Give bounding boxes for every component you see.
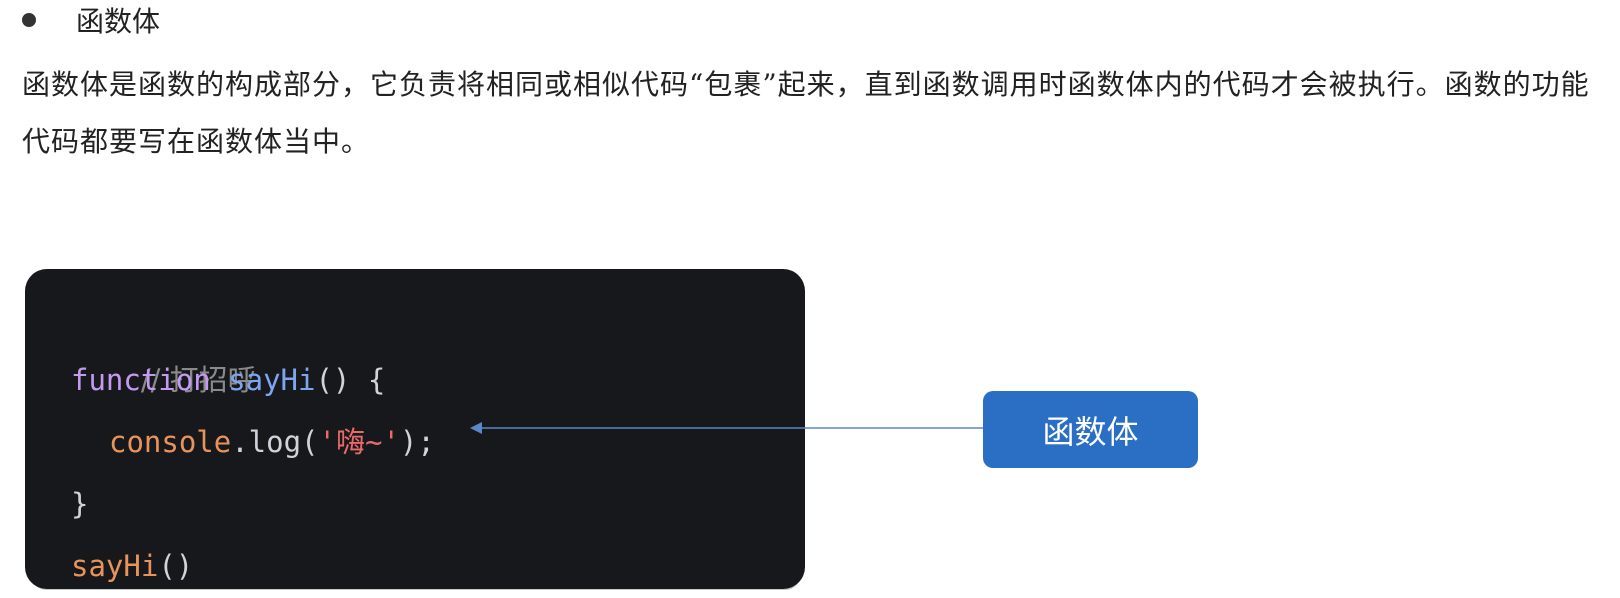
callout-label: 函数体 [1042,412,1139,451]
code-string: '嗨~' [318,425,400,459]
code-call-name: sayHi [71,549,159,583]
bullet-label: 函数体 [76,5,161,38]
code-line-comment: // 打招呼 [71,287,805,397]
code-line-closing-brace: } [71,473,805,535]
code-method: .log( [231,425,319,459]
code-closing-brace: } [71,487,89,521]
code-punctuation: () { [315,363,386,397]
code-object: console [109,425,232,459]
function-body-callout: 函数体 [983,391,1198,468]
arrow-icon [470,422,985,434]
code-line-console-log: console.log('嗨~'); [71,411,805,473]
code-line-function-declaration: function sayHi() { [71,349,805,411]
body-paragraph: 函数体是函数的构成部分，它负责将相同或相似代码“包裹”起来，直到函数调用时函数体… [22,68,1590,158]
code-punctuation: () [158,549,194,583]
code-punctuation: ); [399,425,435,459]
code-block: // 打招呼 function sayHi() { console.log('嗨… [25,269,805,589]
bullet-dot-icon [22,13,36,27]
code-keyword: function [71,363,211,397]
code-comment: // 打招呼 [140,363,257,397]
bullet-item: 函数体 [22,0,160,40]
code-function-name: sayHi [228,363,316,397]
code-line-function-call: sayHi() [71,535,805,597]
